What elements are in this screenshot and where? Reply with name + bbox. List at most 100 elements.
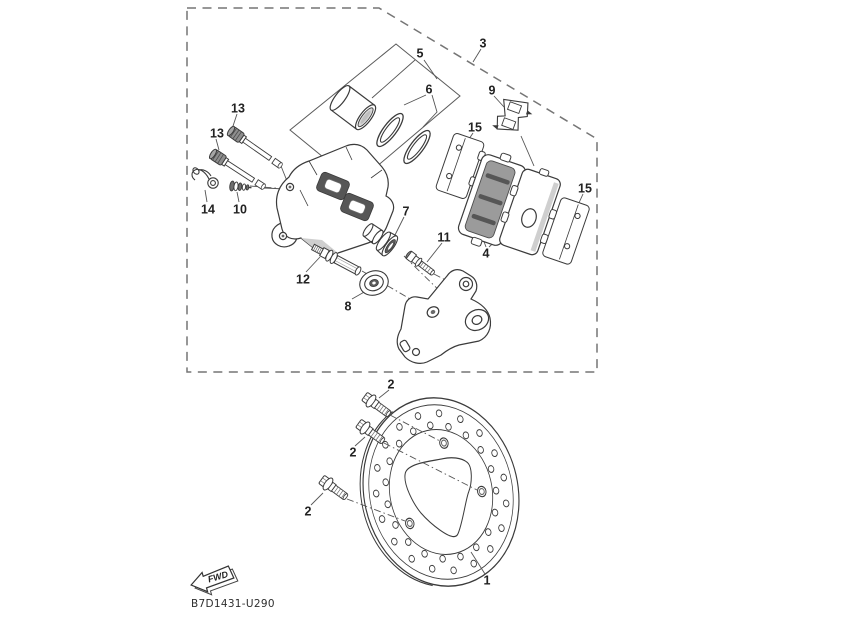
caliper-pin-hole-1-center	[288, 185, 292, 189]
retainer-alignment-line	[520, 135, 535, 167]
disc-inner-band-edge	[388, 429, 494, 555]
disc-drill-hole	[502, 499, 510, 508]
part-label-13: 13	[231, 102, 245, 116]
leader-2a	[378, 389, 390, 399]
disc-drill-hole	[408, 554, 415, 563]
fwd-arrow-face	[190, 565, 235, 593]
brake-disc	[359, 397, 520, 587]
bracket-plate	[396, 269, 492, 364]
leader-6	[403, 94, 438, 128]
disc-mount-hole-rim	[478, 487, 485, 496]
disc-rim-line	[368, 404, 514, 580]
disc-drill-hole	[421, 549, 428, 558]
disc-drill-hole	[476, 429, 483, 437]
part-label-1: 1	[484, 574, 491, 588]
axis-screw	[433, 273, 460, 288]
disc-drill-hole	[414, 412, 422, 420]
caliper-bore-1-inner	[324, 178, 342, 194]
pad-pin-2	[208, 148, 266, 190]
disc-drill-hole	[372, 489, 380, 498]
part-label-10: 10	[233, 203, 247, 217]
disc-drill-hole	[392, 521, 399, 529]
leader-9	[493, 95, 505, 108]
disc-drill-hole	[492, 486, 500, 495]
leader-10	[236, 191, 240, 203]
diagram-code: B7D1431-U290	[191, 598, 275, 610]
piston-bore-shade	[360, 110, 371, 124]
disc-drill-hole	[382, 478, 389, 487]
part-label-8: 8	[345, 300, 352, 314]
part-label-7: 7	[403, 205, 410, 219]
disc-drill-hole	[491, 508, 499, 517]
piston-seal-2	[403, 129, 431, 165]
piston-seals	[376, 112, 431, 165]
disc-drill-hole	[470, 559, 477, 568]
disc-drill-hole	[410, 427, 417, 436]
disc-drill-hole	[439, 554, 446, 563]
disc-drill-hole	[374, 464, 381, 472]
part-label-6: 6	[426, 83, 433, 97]
bracket-screw	[405, 250, 435, 276]
leader-lines	[204, 48, 584, 506]
leader-2c	[310, 492, 324, 506]
leader-14	[204, 189, 208, 203]
leader-2b	[354, 436, 366, 447]
disc-drill-hole	[462, 431, 470, 440]
disc-drill-hole	[473, 543, 480, 552]
axis-bolt-3	[346, 498, 406, 522]
pin-boot	[362, 223, 399, 257]
part-label-4: 4	[483, 247, 490, 261]
disc-drill-hole	[457, 415, 464, 424]
caliper-body	[271, 143, 395, 256]
disc-drill-hole	[435, 409, 443, 418]
disc-mount-hole-rim	[406, 519, 413, 528]
bracket-boss-hole	[471, 315, 483, 325]
caliper-assembly-boundary	[186, 7, 598, 373]
disc-bolt-1	[359, 390, 395, 421]
disc-drill-hole	[427, 421, 434, 430]
leader-7	[394, 216, 405, 236]
caliper-bracket	[396, 269, 492, 364]
disc-drill-hole	[391, 537, 398, 546]
bracket-small-hole	[411, 347, 421, 357]
pad-pin-1	[226, 125, 283, 169]
disc-drill-hole	[498, 524, 505, 532]
leader-3	[472, 48, 482, 63]
disc-drill-hole	[396, 423, 403, 431]
part-label-2: 2	[305, 505, 312, 519]
disc-drill-hole	[485, 528, 492, 536]
caliper-ribs	[299, 146, 383, 207]
bleed-screw	[229, 180, 252, 192]
caliper-pin-hole-2-center	[281, 234, 285, 238]
part-label-11: 11	[437, 231, 450, 245]
disc-drill-hole	[378, 515, 386, 523]
disc-drill-hole	[386, 457, 393, 466]
disc-drill-hole	[487, 465, 495, 473]
disc-drill-hole	[384, 500, 391, 509]
part-label-3: 3	[480, 37, 487, 51]
fwd-arrow: FWD	[190, 565, 239, 596]
pad-wear-hole	[521, 208, 537, 228]
leader-1	[470, 551, 486, 575]
leader-13b	[215, 138, 220, 151]
disc-mount-hole-rim	[440, 439, 447, 447]
bracket-arm-eye-hole	[462, 280, 470, 288]
caliper-shading	[301, 238, 338, 253]
part-label-15: 15	[578, 182, 592, 196]
slide-pin-bolt	[310, 243, 362, 276]
disc-drill-hole	[491, 449, 498, 458]
retainer-arrow-2	[492, 125, 499, 130]
bracket-pin-boss-hole	[430, 309, 436, 315]
disc-mount-holes	[405, 437, 487, 530]
axis-bolt-1	[389, 414, 441, 442]
part-label-2: 2	[350, 446, 357, 460]
part-label-2: 2	[388, 378, 395, 392]
caliper-piston	[329, 85, 377, 131]
caliper-bore-2-inner	[348, 199, 366, 215]
part-label-14: 14	[201, 203, 215, 217]
pad-pin-clip	[191, 167, 219, 189]
disc-drill-hole	[445, 422, 452, 431]
